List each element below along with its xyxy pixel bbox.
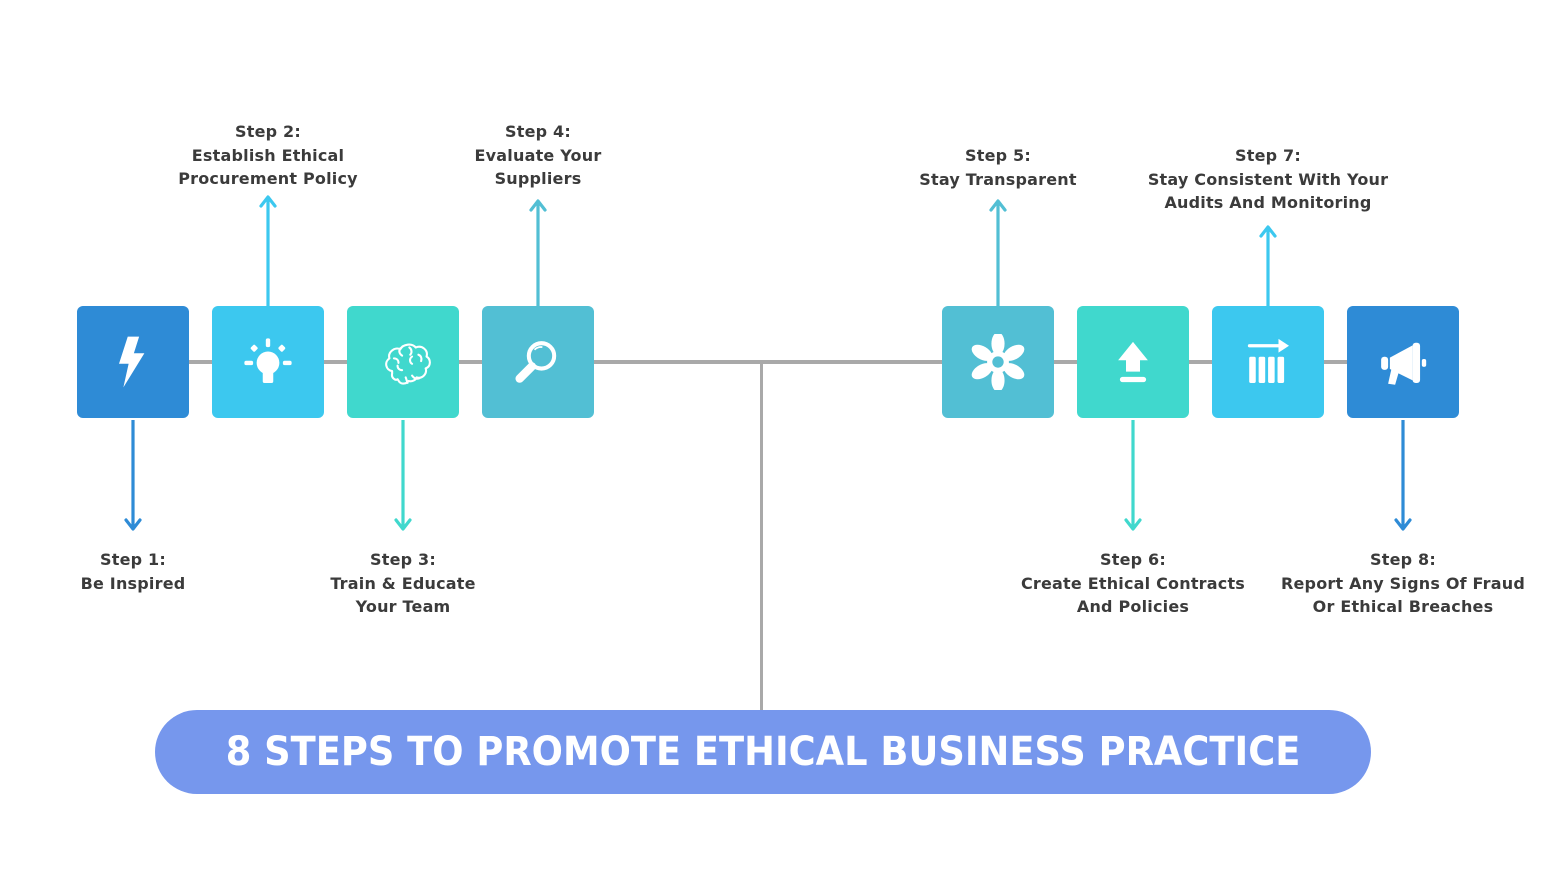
step-4-line: Suppliers bbox=[494, 169, 582, 188]
arrow-up-icon bbox=[1259, 225, 1277, 306]
arrow-down-icon bbox=[1394, 420, 1412, 531]
step-5-tile bbox=[942, 306, 1054, 418]
step-5-label: Step 5: Stay Transparent bbox=[848, 144, 1148, 191]
step-4-title: Step 4: bbox=[505, 122, 571, 141]
step-8-label: Step 8: Report Any Signs Of Fraud Or Eth… bbox=[1253, 548, 1553, 619]
step-5-title: Step 5: bbox=[965, 146, 1031, 165]
step-7-label: Step 7: Stay Consistent With Your Audits… bbox=[1118, 144, 1418, 215]
magnifying-glass-icon bbox=[515, 341, 557, 383]
upload-icon bbox=[1118, 341, 1148, 383]
step-6-title: Step 6: bbox=[1100, 550, 1166, 569]
step-7-tile bbox=[1212, 306, 1324, 418]
step-4-label: Step 4: Evaluate Your Suppliers bbox=[388, 120, 688, 191]
step-1-title: Step 1: bbox=[100, 550, 166, 569]
arrow-down-icon bbox=[394, 420, 412, 531]
lightbulb-icon bbox=[244, 338, 292, 383]
step-3-title: Step 3: bbox=[370, 550, 436, 569]
step-2-line: Establish Ethical bbox=[191, 145, 345, 165]
page-title: 8 STEPS TO PROMOTE ETHICAL BUSINESS PRAC… bbox=[225, 729, 1301, 775]
step-1-tile bbox=[77, 306, 189, 418]
banner-connector-line bbox=[760, 362, 763, 712]
step-2-line: Procurement Policy bbox=[178, 169, 358, 188]
step-2-tile bbox=[212, 306, 324, 418]
bar-chart-trend-icon bbox=[1247, 338, 1289, 383]
timeline-line bbox=[100, 360, 1440, 364]
brain-icon bbox=[385, 343, 431, 385]
step-1-label: Step 1: Be Inspired bbox=[0, 548, 283, 595]
arrow-up-icon bbox=[989, 199, 1007, 306]
megaphone-icon bbox=[1381, 342, 1427, 385]
step-4-line: Evaluate Your bbox=[474, 145, 602, 165]
step-6-label: Step 6: Create Ethical Contracts And Pol… bbox=[983, 548, 1283, 619]
step-8-tile bbox=[1347, 306, 1459, 418]
step-6-line: And Policies bbox=[1076, 597, 1190, 616]
arrow-up-icon bbox=[259, 195, 277, 306]
step-3-line: Your Team bbox=[355, 597, 451, 616]
title-banner: 8 STEPS TO PROMOTE ETHICAL BUSINESS PRAC… bbox=[155, 710, 1371, 794]
step-8-line: Or Ethical Breaches bbox=[1312, 597, 1494, 616]
lightning-bolt-icon bbox=[119, 336, 145, 388]
step-7-line: Stay Consistent With Your bbox=[1147, 169, 1389, 189]
step-6-tile bbox=[1077, 306, 1189, 418]
step-2-label: Step 2: Establish Ethical Procurement Po… bbox=[118, 120, 418, 191]
flower-icon bbox=[971, 334, 1025, 390]
step-7-line: Audits And Monitoring bbox=[1164, 193, 1372, 212]
step-2-title: Step 2: bbox=[235, 122, 301, 141]
step-3-label: Step 3: Train & Educate Your Team bbox=[253, 548, 553, 619]
step-3-tile bbox=[347, 306, 459, 418]
arrow-down-icon bbox=[124, 420, 142, 531]
step-8-title: Step 8: bbox=[1370, 550, 1436, 569]
step-3-line: Train & Educate bbox=[330, 573, 476, 593]
step-1-line: Be Inspired bbox=[80, 573, 186, 593]
step-6-line: Create Ethical Contracts bbox=[1020, 573, 1246, 593]
step-7-title: Step 7: bbox=[1235, 146, 1301, 165]
arrow-down-icon bbox=[1124, 420, 1142, 531]
step-4-tile bbox=[482, 306, 594, 418]
arrow-up-icon bbox=[529, 199, 547, 306]
step-5-line: Stay Transparent bbox=[919, 169, 1077, 189]
step-8-line: Report Any Signs Of Fraud bbox=[1280, 573, 1525, 593]
